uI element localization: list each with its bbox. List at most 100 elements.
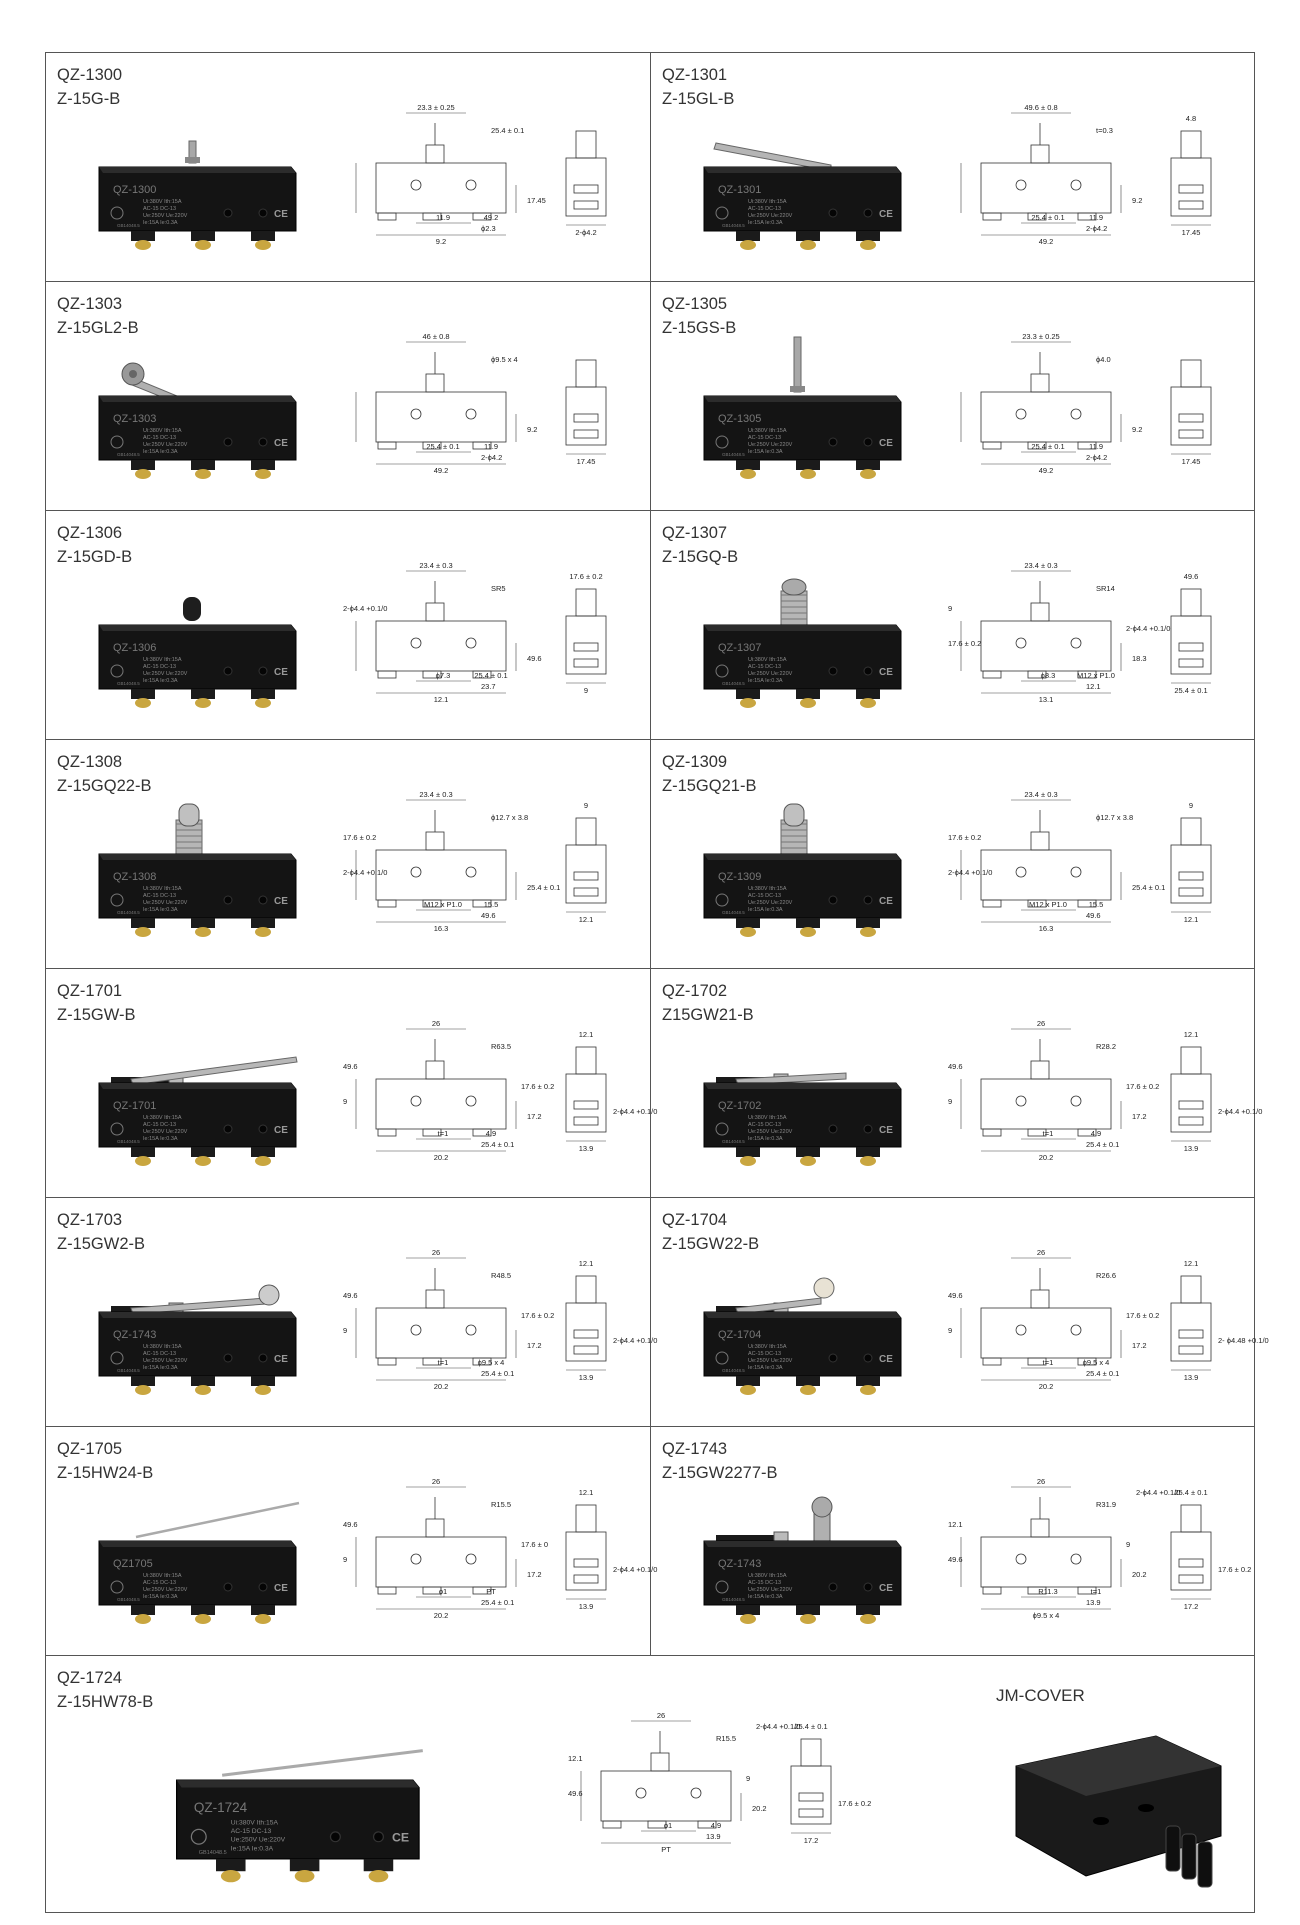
dimension-label: 49.6 <box>1184 572 1199 581</box>
dimension-label: ϕ9.5 x 4 <box>1033 1611 1060 1620</box>
dimension-label: R28.2 <box>1096 1042 1116 1051</box>
dimension-label: 26 <box>657 1711 665 1720</box>
dimension-label: 20.2 <box>434 1382 449 1391</box>
dimension-label: ϕ2.3 <box>481 224 496 233</box>
switch-model-label: QZ-1301 <box>718 184 761 196</box>
product-code: QZ-1306 <box>57 524 123 542</box>
product-code: QZ-1305 <box>662 295 728 313</box>
dimension-label: 2-ϕ4.2 <box>1086 453 1107 462</box>
dimension-label: t=0.3 <box>1096 126 1113 135</box>
spec-line: Ue:250V Ue:220V <box>143 442 188 448</box>
dimension-label: 18.3 <box>1132 654 1147 663</box>
dimension-label: 2-ϕ4.4 +0.1/0 <box>613 1565 657 1574</box>
dimension-label: 13.9 <box>1184 1373 1199 1382</box>
dimension-label: 25.4 ± 0.1 <box>1086 1369 1119 1378</box>
dimension-label: 4.9 <box>711 1821 721 1830</box>
product-model: Z-15GW-B <box>57 1006 136 1024</box>
spec-line: Ui:380V Ith:15A <box>748 886 787 892</box>
switch-model-label: QZ-1743 <box>718 1558 761 1570</box>
spec-line: Ui:380V Ith:15A <box>143 657 182 663</box>
spec-line: AC-15 DC-13 <box>748 664 781 670</box>
dimension-label: 25.4 ± 0.1 <box>481 1140 514 1149</box>
spec-line: Ui:380V Ith:15A <box>143 1115 182 1121</box>
dimension-label: 20.2 <box>1039 1382 1054 1391</box>
dimension-label: 12.1 <box>579 1030 594 1039</box>
ce-mark: CE <box>274 667 288 678</box>
cert-text: GB14048.5 <box>117 910 140 915</box>
spec-line: Ie:15A Ie:0.3A <box>748 907 783 913</box>
terminal-screw <box>195 927 211 937</box>
spec-line: Ui:380V Ith:15A <box>143 886 182 892</box>
spec-line: Ie:15A Ie:0.3A <box>143 1365 178 1371</box>
dimension-label: 13.9 <box>706 1832 721 1841</box>
dimension-label: 2-ϕ4.2 <box>1086 224 1107 233</box>
dimension-label: 13.9 <box>579 1144 594 1153</box>
dimension-label: 9 <box>584 801 588 810</box>
spec-line: Ue:250V Ue:220V <box>231 1837 286 1844</box>
ce-mark: CE <box>879 1125 893 1136</box>
cert-text: GB14048.5 <box>722 1597 745 1602</box>
terminal-screw <box>135 1156 151 1166</box>
spec-line: Ue:250V Ue:220V <box>143 213 188 219</box>
product-model: Z15GW21-B <box>662 1006 754 1024</box>
terminal-screw <box>195 698 211 708</box>
spec-line: AC-15 DC-13 <box>748 893 781 899</box>
dimension-label: 20.2 <box>1132 1570 1147 1579</box>
terminal-screw <box>135 698 151 708</box>
terminal-screw <box>740 1156 756 1166</box>
dimension-label: 12.1 <box>1184 1259 1199 1268</box>
dimension-label: ϕ4.0 <box>1096 355 1111 364</box>
terminal-screw <box>860 1156 876 1166</box>
actuator-short-plunger <box>183 597 201 621</box>
dimension-label: 26 <box>1037 1477 1045 1486</box>
spec-line: Ue:250V Ue:220V <box>748 442 793 448</box>
product-model: Z-15GW22-B <box>662 1235 760 1253</box>
dimension-label: 12.1 <box>1086 682 1101 691</box>
ce-mark: CE <box>274 438 288 449</box>
dimension-label: 2-ϕ4.4 +0.1/0 <box>613 1107 657 1116</box>
ce-mark: CE <box>879 1354 893 1365</box>
terminal-screw <box>800 927 816 937</box>
dimension-label: SR5 <box>491 584 506 593</box>
switch-model-label: QZ-1300 <box>113 184 156 196</box>
spec-line: AC-15 DC-13 <box>143 1580 176 1586</box>
cert-text: GB14048.5 <box>199 1850 227 1856</box>
dimension-label: 13.9 <box>1086 1598 1101 1607</box>
ce-mark: CE <box>879 896 893 907</box>
dimension-label: 25.4 ± 0.1 <box>1174 1488 1207 1497</box>
terminal-screw <box>135 1614 151 1624</box>
dimension-label: 17.2 <box>527 1570 542 1579</box>
terminal-screw <box>255 927 271 937</box>
spec-line: AC-15 DC-13 <box>143 206 176 212</box>
dimension-label: 2-ϕ4.4 +0.1/0 <box>1126 624 1170 633</box>
terminal-screw <box>255 469 271 479</box>
switch-model-label: QZ-1724 <box>194 1800 248 1815</box>
terminal-screw <box>740 1385 756 1395</box>
dimension-label: M12 x P1.0 <box>1029 900 1067 909</box>
spec-line: AC-15 DC-13 <box>143 1351 176 1357</box>
spec-line: Ue:250V Ue:220V <box>143 1129 188 1135</box>
cert-text: GB14048.5 <box>117 1597 140 1602</box>
dimension-label: 11.9 <box>1089 442 1103 451</box>
dimension-label: 49.6 <box>948 1555 963 1564</box>
switch-model-label: QZ-1308 <box>113 871 156 883</box>
dimension-label: 9.2 <box>1132 196 1142 205</box>
dimension-label: 49.6 <box>527 654 542 663</box>
terminal-screw <box>740 240 756 250</box>
dimension-label: 17.6 ± 0.2 <box>343 833 376 842</box>
